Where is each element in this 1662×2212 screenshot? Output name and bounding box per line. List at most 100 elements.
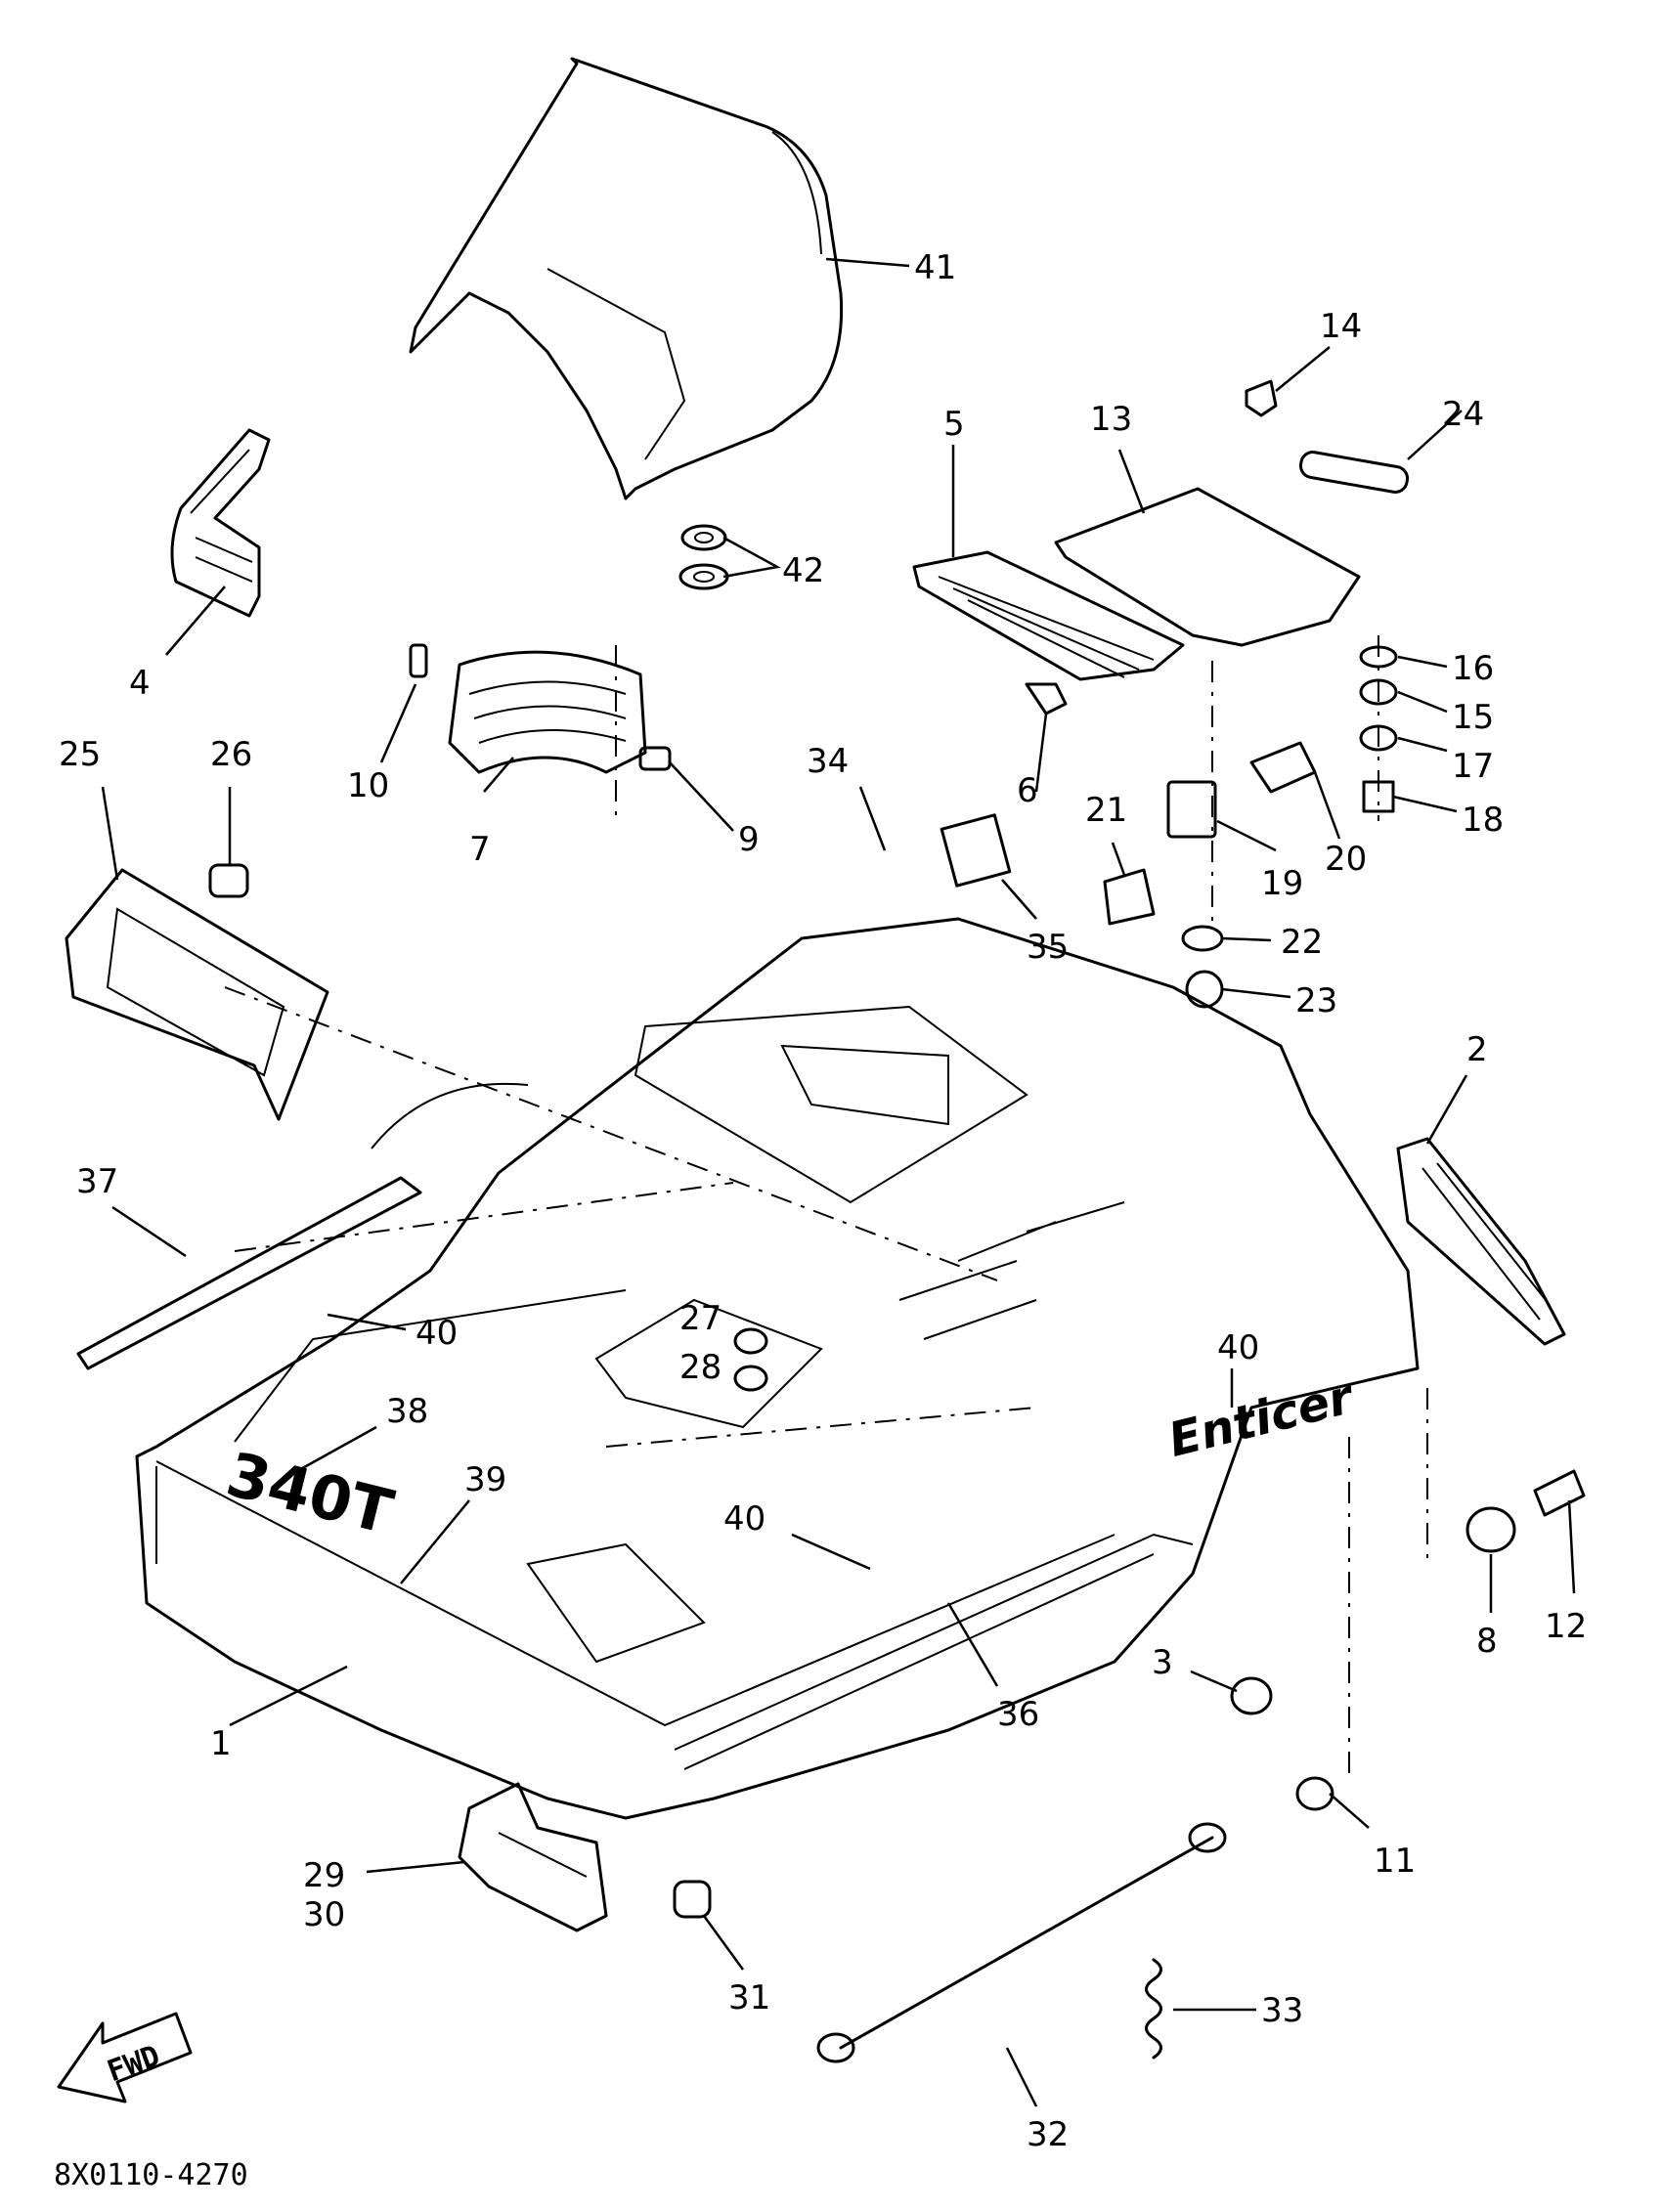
part-11-nut bbox=[1295, 1776, 1334, 1811]
part-43-washers bbox=[678, 524, 729, 590]
callout-12: 12 bbox=[1545, 1607, 1587, 1646]
part-13-cover bbox=[1054, 487, 1361, 647]
leader-7 bbox=[483, 757, 514, 793]
leader-39 bbox=[400, 1499, 470, 1584]
part-42-windshield bbox=[409, 57, 844, 500]
leader-42 bbox=[825, 257, 910, 268]
callout-2: 2 bbox=[1466, 1030, 1488, 1069]
part-6-clip bbox=[1025, 682, 1068, 716]
leader-38 bbox=[287, 1425, 377, 1478]
callout-37: 37 bbox=[76, 1162, 118, 1201]
leader-14 bbox=[1275, 346, 1331, 392]
leader-3 bbox=[1190, 1670, 1238, 1693]
leader-1 bbox=[229, 1665, 348, 1727]
callout-23: 23 bbox=[1295, 981, 1337, 1020]
assembly-line bbox=[224, 986, 998, 1281]
leader-22 bbox=[1221, 936, 1272, 942]
callout-36: 36 bbox=[997, 1695, 1039, 1734]
callout-18: 18 bbox=[1462, 801, 1504, 840]
part-27-bolt bbox=[733, 1327, 768, 1355]
callout-38: 38 bbox=[386, 1392, 428, 1431]
callout-39: 39 bbox=[464, 1460, 506, 1499]
callout-20: 20 bbox=[1325, 840, 1367, 879]
callout-labels: 41 14 13 24 5 42 4 16 15 17 18 25 26 10 … bbox=[59, 248, 1587, 2154]
callout-32: 32 bbox=[1027, 2115, 1069, 2154]
callout-15: 15 bbox=[1452, 698, 1494, 737]
part-29-30-hinge bbox=[458, 1782, 608, 1932]
leader-21 bbox=[1111, 842, 1126, 876]
leader-24 bbox=[1407, 410, 1463, 460]
leader-2 bbox=[1425, 1074, 1468, 1145]
callout-19: 19 bbox=[1261, 864, 1303, 903]
part-4-vent bbox=[170, 428, 271, 618]
callout-9: 9 bbox=[738, 820, 760, 859]
callout-21: 21 bbox=[1085, 791, 1127, 830]
callout-40-lower: 40 bbox=[723, 1499, 765, 1539]
leader-34 bbox=[858, 786, 887, 851]
assembly-line bbox=[605, 1407, 1037, 1448]
callout-40: 40 bbox=[416, 1314, 458, 1353]
callout-26: 26 bbox=[210, 735, 252, 774]
callout-16: 16 bbox=[1452, 649, 1494, 688]
document-reference: 8X0110-4270 bbox=[54, 2158, 248, 2192]
decal-model-340t: 340T bbox=[220, 1438, 400, 1547]
leader-43 bbox=[722, 536, 781, 579]
part-37-strip bbox=[76, 1176, 422, 1370]
leader-32 bbox=[1005, 2047, 1038, 2107]
callout-6: 6 bbox=[1017, 771, 1038, 810]
leader-18 bbox=[1392, 795, 1458, 813]
part-2-vent bbox=[1396, 1137, 1566, 1346]
callout-17: 17 bbox=[1452, 747, 1494, 786]
part-24-rod bbox=[1298, 451, 1410, 494]
callout-5: 5 bbox=[943, 405, 965, 444]
part-28-bolt bbox=[733, 1365, 768, 1392]
leader-15 bbox=[1397, 690, 1448, 714]
leader-25 bbox=[101, 786, 119, 881]
part-8-grommet bbox=[1465, 1506, 1516, 1553]
part-3-nut bbox=[1230, 1676, 1273, 1715]
callout-29: 29 bbox=[303, 1856, 345, 1895]
leader-9 bbox=[669, 761, 734, 832]
fwd-direction-arrow: FWD bbox=[57, 2012, 193, 2104]
part-14-knob bbox=[1245, 379, 1278, 417]
leader-16 bbox=[1397, 655, 1448, 669]
callout-3: 3 bbox=[1152, 1643, 1173, 1682]
leader-10 bbox=[379, 683, 417, 763]
part-32-cable bbox=[816, 1822, 1227, 2063]
callout-41: 40 bbox=[1217, 1328, 1259, 1367]
leader-11 bbox=[1329, 1793, 1370, 1829]
callout-8: 8 bbox=[1476, 1622, 1498, 1661]
callout-24: 24 bbox=[1442, 395, 1484, 434]
leader-40 bbox=[327, 1313, 407, 1331]
callout-13: 13 bbox=[1090, 400, 1132, 439]
callout-33: 33 bbox=[1261, 1991, 1303, 2030]
part-1-hood bbox=[135, 917, 1420, 1820]
part-5-panel bbox=[912, 550, 1185, 681]
part-31-grommet bbox=[673, 1880, 712, 1919]
part-35-label bbox=[940, 813, 1012, 888]
callout-22: 22 bbox=[1281, 923, 1323, 962]
leader-36 bbox=[946, 1602, 999, 1687]
leader-13 bbox=[1117, 449, 1146, 514]
leader-17 bbox=[1397, 736, 1448, 753]
callout-7: 7 bbox=[469, 830, 491, 869]
assembly-line bbox=[234, 1182, 734, 1252]
callout-43: 42 bbox=[782, 551, 824, 590]
decal-brand-enticer: Enticer bbox=[1163, 1369, 1361, 1468]
callout-30: 30 bbox=[303, 1895, 345, 1934]
leader-4 bbox=[165, 586, 226, 656]
callout-1: 1 bbox=[210, 1724, 232, 1763]
part-10-clip bbox=[409, 643, 428, 678]
part-12-bolt bbox=[1533, 1469, 1586, 1517]
leader-6 bbox=[1034, 713, 1048, 793]
callout-14: 14 bbox=[1320, 307, 1362, 346]
part-9-clip bbox=[638, 746, 672, 771]
part-26-grommet bbox=[208, 863, 249, 898]
leader-35 bbox=[1001, 879, 1037, 920]
callout-4: 4 bbox=[129, 664, 151, 703]
part-33-spring bbox=[1145, 1958, 1162, 2060]
callout-35: 35 bbox=[1027, 928, 1069, 967]
callout-25: 25 bbox=[59, 735, 101, 774]
callout-27: 27 bbox=[679, 1299, 722, 1338]
